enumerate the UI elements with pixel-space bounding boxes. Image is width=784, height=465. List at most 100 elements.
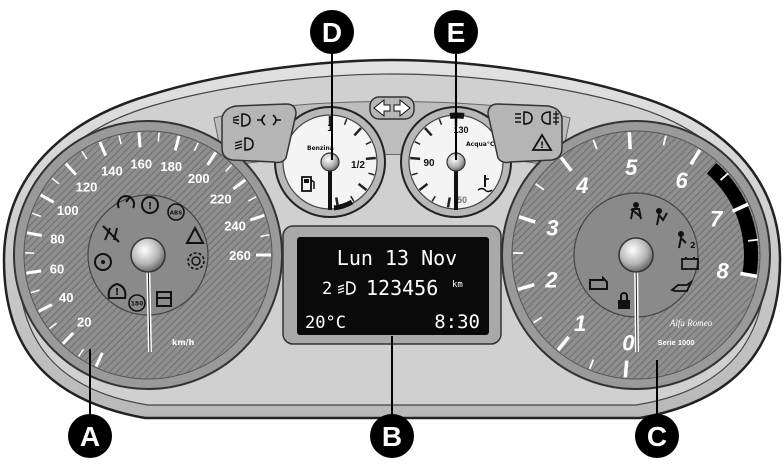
speed-tick — [51, 177, 60, 185]
speed-tick — [193, 142, 199, 152]
svg-text:A: A — [80, 421, 100, 452]
small-gauge-tick — [411, 172, 418, 176]
display-odo-prefix: 2 — [322, 279, 332, 299]
speed-tick — [48, 322, 58, 330]
engine-check-icon — [589, 275, 608, 290]
speed-tick-label: 40 — [59, 290, 73, 305]
brand-logo: Alfa Romeo — [669, 318, 713, 328]
rpm-tick — [747, 238, 759, 242]
coolant-temp-gauge: 130 Acqua°C 90 50 — [400, 106, 512, 218]
temp-mark-mid: 90 — [423, 158, 435, 169]
rpm-tick — [731, 202, 749, 213]
speed-tick-label: 80 — [50, 231, 64, 246]
speed-tick — [38, 303, 53, 313]
small-gauge-tick — [418, 182, 429, 191]
door-open-icon — [156, 291, 172, 307]
speed-tick-label: 20 — [77, 314, 91, 329]
esp-off-icon — [102, 225, 120, 243]
small-gauge-tick — [424, 127, 433, 137]
svg-text:!: ! — [115, 287, 120, 298]
turn-right-icon — [393, 98, 411, 118]
display-odometer: 123456 — [366, 276, 438, 300]
small-gauge-tick — [353, 127, 362, 137]
speed-tick — [118, 135, 122, 145]
rpm-tick-label: 1 — [574, 311, 586, 336]
rpm-tick — [662, 135, 667, 146]
fog-light-icon — [232, 113, 251, 127]
speed-tick — [94, 352, 104, 368]
rpm-tick-label: 2 — [544, 268, 558, 293]
fuel-mark-full: 1 — [327, 123, 333, 134]
svg-text:2: 2 — [690, 241, 696, 250]
temp-mark-high: 130 — [453, 125, 468, 135]
rpm-tick — [719, 172, 729, 181]
temp-label: Acqua°C — [466, 141, 495, 148]
speed-tick-label: 260 — [229, 248, 251, 263]
oil-pressure-icon — [670, 279, 694, 292]
speed-tick — [39, 193, 55, 204]
callout-b: B — [370, 414, 414, 458]
speed-tick — [248, 196, 257, 202]
display-low-beam-icon — [337, 281, 356, 295]
small-gauge-tick — [431, 195, 436, 202]
passenger-airbag-off-icon: 2 — [678, 231, 696, 250]
small-gauge-tick — [368, 172, 375, 176]
callout-leaders — [89, 54, 658, 418]
svg-text:E: E — [447, 17, 466, 48]
speed-tick — [77, 348, 85, 357]
rpm-tick — [556, 335, 571, 352]
svg-text:!: ! — [540, 141, 544, 151]
fuel-label: Benzina — [307, 145, 334, 152]
display-odo-unit: km — [452, 280, 463, 290]
speed-limit-label: 180 — [131, 301, 144, 308]
tpms-warning-icon: ! — [107, 282, 127, 299]
callout-c: C — [635, 414, 679, 458]
speed-tick — [26, 231, 43, 238]
left-lights-panel — [221, 103, 297, 164]
speed-tick — [26, 269, 42, 275]
small-gauge-tick — [357, 182, 368, 191]
steering-icon — [94, 253, 112, 271]
callout-a: A — [68, 414, 112, 458]
airbag-icon — [656, 208, 668, 226]
fuel-mark-half: 1/2 — [351, 160, 365, 171]
speed-tick — [30, 289, 40, 294]
battery-icon — [681, 257, 699, 270]
speed-tick — [225, 164, 233, 172]
rpm-tick — [518, 215, 536, 224]
callout-e: E — [434, 10, 478, 54]
rpm-tick — [689, 148, 702, 166]
speed-tick-label: 140 — [101, 163, 123, 178]
speed-tick — [249, 213, 265, 222]
speed-tick — [61, 331, 75, 345]
callout-d: D — [310, 10, 354, 54]
rear-fog-icon — [541, 111, 559, 125]
turn-signal-indicator — [369, 96, 415, 120]
warning-triangle-icon — [185, 225, 205, 244]
display-date: Lun 13 Nov — [337, 246, 457, 270]
position-lights-icon — [257, 114, 281, 126]
hazard-icon: ! — [531, 133, 553, 151]
fuel-pump-icon — [301, 176, 315, 192]
small-gauge-tick — [446, 197, 451, 208]
immobilizer-icon — [618, 292, 630, 309]
rpm-tick — [740, 271, 758, 279]
small-gauge-tick — [410, 156, 421, 161]
speed-tick-label: 160 — [130, 156, 152, 171]
speed-tick-label: 200 — [188, 171, 210, 186]
speed-tick-label: 120 — [76, 180, 98, 195]
rpm-tick-label: 3 — [546, 216, 558, 241]
fuel-reserve-zone — [333, 199, 354, 211]
tachometer-ticks — [513, 132, 759, 378]
rpm-tick — [592, 139, 598, 150]
small-gauge-tick — [438, 118, 443, 125]
speed-tick-label: 100 — [57, 203, 79, 218]
small-gauge-tick — [414, 140, 421, 145]
speed-tick-label: 180 — [160, 159, 182, 174]
model-label: Serie 1000 — [657, 338, 694, 347]
svg-text:D: D — [322, 17, 342, 48]
svg-text:!: ! — [148, 201, 153, 212]
